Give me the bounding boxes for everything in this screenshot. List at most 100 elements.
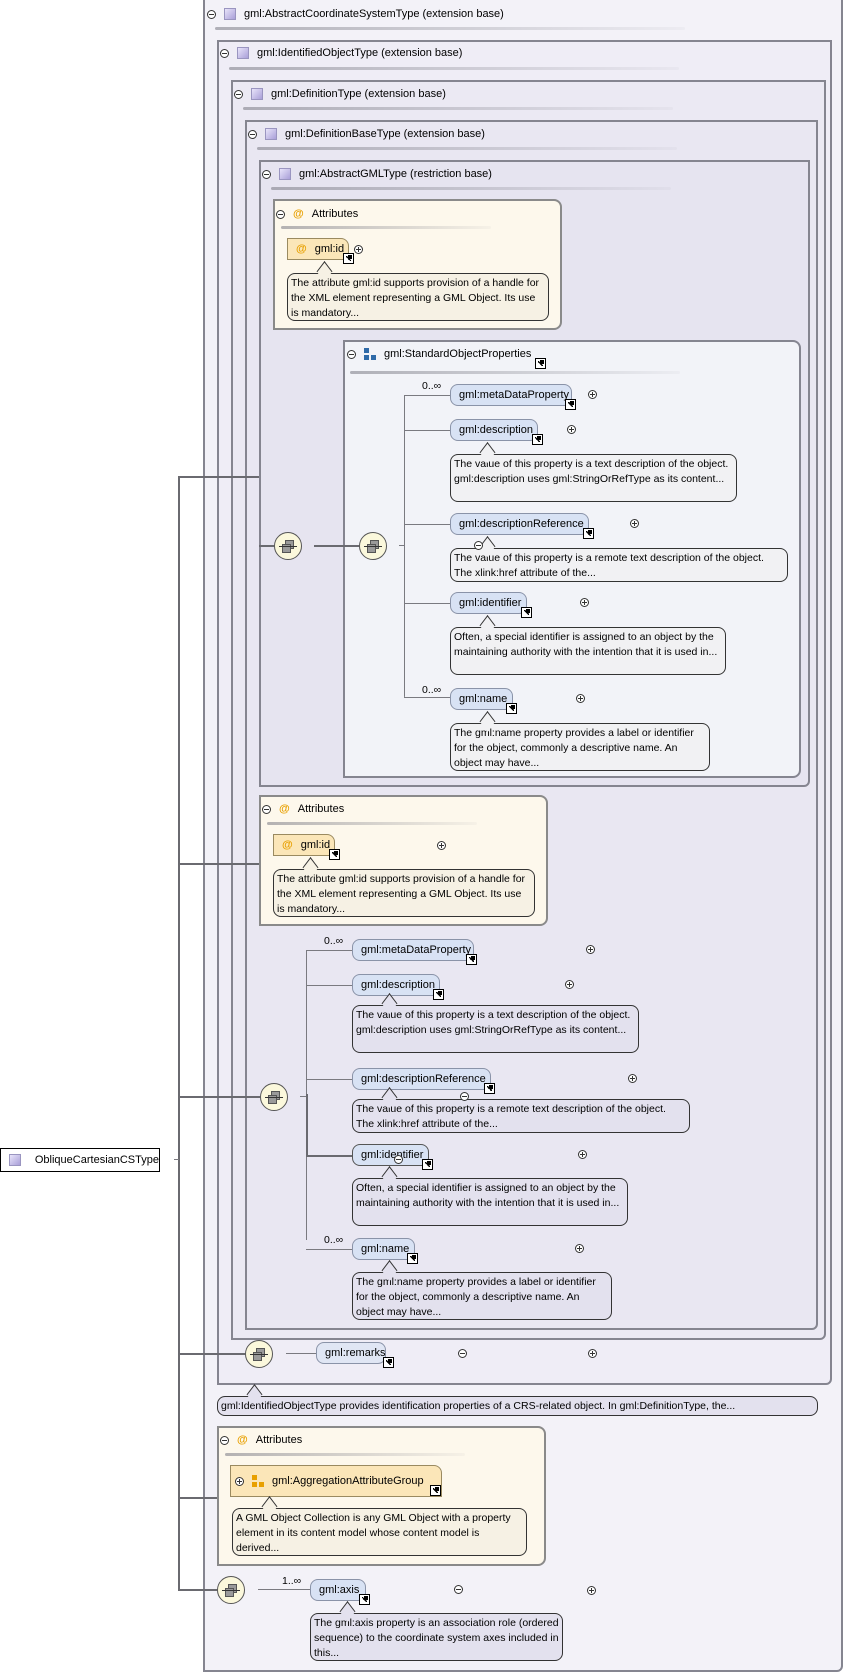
reference-link-icon[interactable] (422, 1159, 433, 1170)
attributes-header: @ Attributes (262, 800, 344, 818)
complex-type-icon (237, 47, 249, 59)
element-identifier[interactable]: gml:identifier (352, 1144, 429, 1166)
attributes-label: Attributes (311, 208, 359, 220)
header-separator (229, 67, 679, 70)
expand-icon[interactable] (588, 1349, 597, 1358)
expand-icon[interactable] (587, 1586, 597, 1595)
sequence-compositor-icon[interactable] (274, 532, 302, 560)
element-description[interactable]: gml:description (352, 974, 440, 996)
reference-link-icon[interactable] (535, 358, 546, 369)
expand-icon[interactable] (580, 598, 590, 607)
main-connector-trunk (178, 476, 180, 1589)
collapse-icon[interactable] (207, 9, 216, 19)
collapse-icon[interactable] (248, 129, 257, 139)
connector-line (404, 603, 450, 604)
reference-link-icon[interactable] (583, 528, 594, 539)
attribute-gml-id[interactable]: @ gml:id (273, 834, 335, 856)
reference-link-icon[interactable] (484, 1083, 495, 1094)
complex-type-icon (279, 168, 291, 180)
element-description-reference[interactable]: gml:descriptionReference (450, 513, 589, 535)
collapse-icon[interactable] (262, 169, 271, 179)
reference-link-icon[interactable] (430, 1485, 441, 1496)
definition-type-header: gml:DefinitionType (extension base) (234, 85, 446, 103)
element-documentation: Often, a special identifier is assigned … (352, 1178, 628, 1226)
attribute-documentation: The attribute gml:id supports provision … (273, 869, 535, 917)
element-name: gml:remarks (325, 1347, 386, 1359)
header-separator (267, 822, 477, 825)
abstract-gml-type-header: gml:AbstractGMLType (restriction base) (262, 165, 492, 183)
attributes-label: Attributes (255, 1434, 303, 1446)
reference-link-icon[interactable] (359, 1594, 370, 1605)
element-documentation: The value of this property is a remote t… (352, 1099, 690, 1133)
root-type-node[interactable]: ObliqueCartesianCSType (0, 1148, 160, 1172)
expand-icon[interactable] (577, 1150, 587, 1159)
cardinality-label: 0..∞ (422, 380, 442, 392)
collapse-icon[interactable] (262, 804, 271, 814)
reference-link-icon[interactable] (407, 1253, 418, 1264)
expand-icon[interactable] (354, 245, 363, 254)
element-name[interactable]: gml:name (450, 688, 513, 710)
expand-icon[interactable] (630, 519, 640, 528)
reference-link-icon[interactable] (466, 954, 477, 965)
header-separator (243, 107, 673, 110)
expand-icon[interactable] (574, 1244, 584, 1253)
element-axis[interactable]: gml:axis (310, 1579, 366, 1601)
element-meta-data-property[interactable]: gml:metaDataProperty (352, 939, 474, 961)
sequence-compositor-icon[interactable] (359, 532, 387, 560)
expand-icon[interactable] (588, 390, 598, 399)
reference-link-icon[interactable] (383, 1357, 394, 1368)
element-description-reference[interactable]: gml:descriptionReference (352, 1068, 491, 1090)
reference-link-icon[interactable] (532, 434, 543, 445)
reference-link-icon[interactable] (506, 703, 517, 714)
element-identifier[interactable]: gml:identifier (450, 592, 527, 614)
expand-icon[interactable] (436, 841, 446, 850)
collapse-icon[interactable] (347, 349, 356, 359)
expand-icon[interactable] (576, 694, 586, 703)
standard-object-properties-label: gml:StandardObjectProperties (384, 348, 532, 360)
expand-icon[interactable] (235, 1476, 244, 1486)
attributes-header: @ Attributes (276, 205, 358, 223)
element-description[interactable]: gml:description (450, 419, 538, 441)
attribute-group-name: gml:AggregationAttributeGroup (272, 1475, 424, 1487)
expand-icon[interactable] (627, 1074, 637, 1083)
connector-to-attributes-2 (178, 863, 259, 865)
element-name[interactable]: gml:name (352, 1238, 415, 1260)
element-meta-data-property[interactable]: gml:metaDataProperty (450, 384, 572, 406)
connector-line (404, 430, 450, 431)
collapse-icon[interactable] (276, 209, 285, 219)
element-remarks[interactable]: gml:remarks (316, 1342, 386, 1364)
attribute-gml-id[interactable]: @ gml:id (287, 238, 349, 260)
attribute-name: gml:id (314, 243, 345, 255)
sequence-compositor-icon[interactable] (260, 1083, 288, 1111)
reference-link-icon[interactable] (343, 253, 354, 264)
collapse-icon[interactable] (394, 1155, 404, 1164)
reference-link-icon[interactable] (329, 849, 340, 860)
connector-to-attributes-3 (178, 1497, 217, 1499)
collapse-icon[interactable] (454, 1585, 464, 1594)
collapse-icon[interactable] (220, 48, 229, 58)
collapse-icon[interactable] (457, 1349, 467, 1358)
expand-icon[interactable] (585, 945, 595, 954)
header-separator (281, 226, 491, 229)
root-type-label: ObliqueCartesianCSType (34, 1154, 159, 1166)
connector-line (314, 545, 359, 547)
reference-link-icon[interactable] (565, 399, 576, 410)
expand-icon[interactable] (564, 980, 574, 989)
collapse-icon[interactable] (459, 1092, 469, 1101)
sequence-compositor-icon[interactable] (245, 1340, 273, 1368)
connector-line (404, 395, 405, 697)
attribute-icon: @ (282, 839, 293, 851)
element-name: gml:descriptionReference (459, 518, 584, 530)
expand-icon[interactable] (567, 425, 577, 434)
collapse-icon[interactable] (474, 541, 484, 550)
element-documentation: The gml:name property provides a label o… (352, 1272, 612, 1320)
collapse-icon[interactable] (234, 89, 243, 99)
collapse-icon[interactable] (220, 1435, 229, 1445)
reference-link-icon[interactable] (433, 989, 444, 1000)
definition-base-type-header: gml:DefinitionBaseType (extension base) (248, 125, 485, 143)
sequence-compositor-icon[interactable] (217, 1576, 245, 1604)
attribute-group-aggregation[interactable]: gml:AggregationAttributeGroup (230, 1465, 442, 1497)
element-name-label: gml:name (361, 1243, 410, 1255)
reference-link-icon[interactable] (521, 607, 532, 618)
attribute-name: gml:id (300, 839, 331, 851)
